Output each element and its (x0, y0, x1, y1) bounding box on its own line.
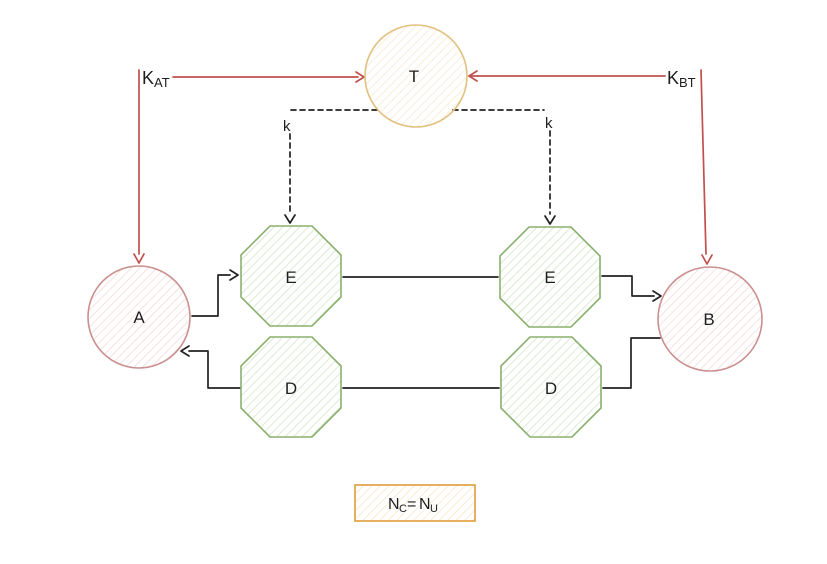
edge-a-e-path (191, 274, 231, 317)
arrowhead-into-e-left-top (284, 214, 296, 224)
edge-e-b (601, 275, 662, 302)
edge-t-e-left (284, 109, 378, 224)
node-t-circle (364, 24, 468, 128)
node-d-right-label: D (545, 379, 557, 398)
node-d-right: D (500, 336, 602, 438)
node-e-right-octagon (499, 226, 601, 328)
edge-t-b-vertical (700, 69, 707, 255)
equation-equals: = (407, 496, 416, 513)
arrowhead-into-b-left (652, 290, 662, 302)
edge-t-e-right (452, 109, 556, 225)
label-k-right: k (545, 115, 553, 132)
node-e-left: E (240, 225, 342, 327)
label-kat-sub: AT (154, 75, 170, 90)
label-kat: K AT (142, 68, 170, 90)
node-e-right: E (499, 226, 601, 328)
label-k-left: k (283, 118, 291, 135)
equation-n2: N (419, 496, 431, 513)
label-kbt-sub: BT (679, 75, 696, 90)
edge-e-b-path (601, 275, 655, 297)
node-t-label: T (409, 67, 419, 86)
edge-b-d (602, 337, 661, 389)
node-a-circle (87, 265, 191, 369)
arrowhead-into-e-left (229, 269, 239, 281)
edge-t-b (468, 69, 713, 265)
equation-box-rect (354, 484, 476, 522)
node-b: B (657, 266, 763, 372)
node-b-circle (657, 266, 763, 372)
node-d-right-octagon (500, 336, 602, 438)
node-d-left: D (240, 336, 342, 438)
node-d-left-label: D (285, 379, 297, 398)
arrowhead-into-a-right (180, 345, 190, 357)
arrowhead-into-t-left (355, 71, 365, 83)
node-b-label: B (703, 310, 714, 329)
node-a: A (87, 265, 191, 369)
equation-n1: N (388, 496, 400, 513)
edge-t-a (133, 69, 365, 264)
node-e-left-label: E (285, 268, 296, 287)
arrowhead-into-a-top (133, 253, 145, 264)
node-a-label: A (133, 308, 145, 327)
edge-d-a (180, 345, 241, 389)
label-kbt-main: K (667, 68, 679, 88)
node-e-left-octagon (240, 225, 342, 327)
label-kat-main: K (142, 68, 154, 88)
equation-sub1: C (399, 503, 407, 515)
edge-a-e (191, 269, 239, 317)
node-e-right-label: E (544, 268, 555, 287)
arrowhead-into-t-right (468, 70, 478, 82)
equation-sub2: U (430, 503, 438, 515)
equation-box: N C = N U (354, 484, 476, 522)
node-t: T (364, 24, 468, 128)
label-kbt: K BT (667, 68, 696, 90)
arrowhead-into-e-right-top (544, 215, 556, 225)
arrowhead-into-b-top (701, 254, 713, 265)
edge-d-a-path (188, 350, 241, 389)
node-d-left-octagon (240, 336, 342, 438)
